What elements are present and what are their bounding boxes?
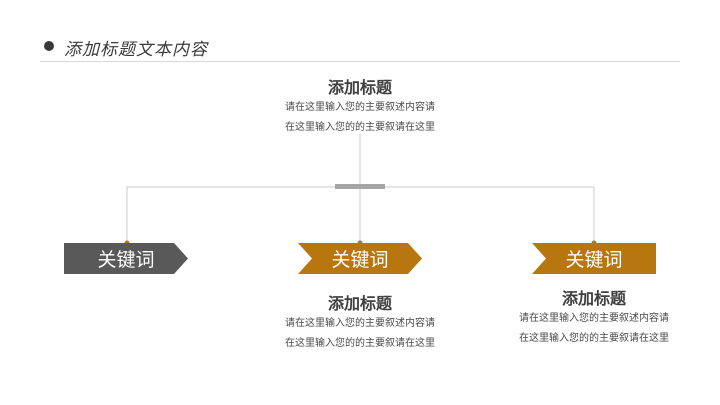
keyword-label: 关键词 (331, 249, 389, 271)
block-text: 请在这里输入您的主要叙述内容请 (285, 318, 435, 329)
block-text: 在这里输入您的的主要叙请在这里 (285, 338, 435, 349)
page-title: 添加标题文本内容 (64, 40, 208, 60)
block-text: 在这里输入您的的主要叙请在这里 (285, 122, 435, 133)
right-text-block: 添加标题 请在这里输入您的主要叙述内容请 在这里输入您的的主要叙请在这里 (494, 285, 694, 349)
block-text: 请在这里输入您的主要叙述内容请 (285, 102, 435, 113)
keyword-tag-2: 关键词 (298, 243, 422, 274)
block-text: 在这里输入您的的主要叙请在这里 (519, 333, 669, 344)
middle-text-block: 添加标题 请在这里输入您的主要叙述内容请 在这里输入您的的主要叙请在这里 (260, 290, 460, 354)
bullet-icon (44, 41, 54, 51)
header-divider (40, 61, 680, 62)
keyword-label: 关键词 (565, 249, 623, 271)
block-text: 请在这里输入您的主要叙述内容请 (519, 313, 669, 324)
keyword-label: 关键词 (97, 249, 155, 271)
block-title: 添加标题 (327, 294, 392, 313)
block-title: 添加标题 (327, 78, 392, 97)
top-text-block: 添加标题 请在这里输入您的主要叙述内容请 在这里输入您的的主要叙请在这里 (260, 74, 460, 138)
block-title: 添加标题 (561, 289, 626, 308)
hub-bar (335, 184, 385, 189)
keyword-tag-1: 关键词 (64, 243, 188, 274)
keyword-tag-3: 关键词 (532, 243, 656, 274)
